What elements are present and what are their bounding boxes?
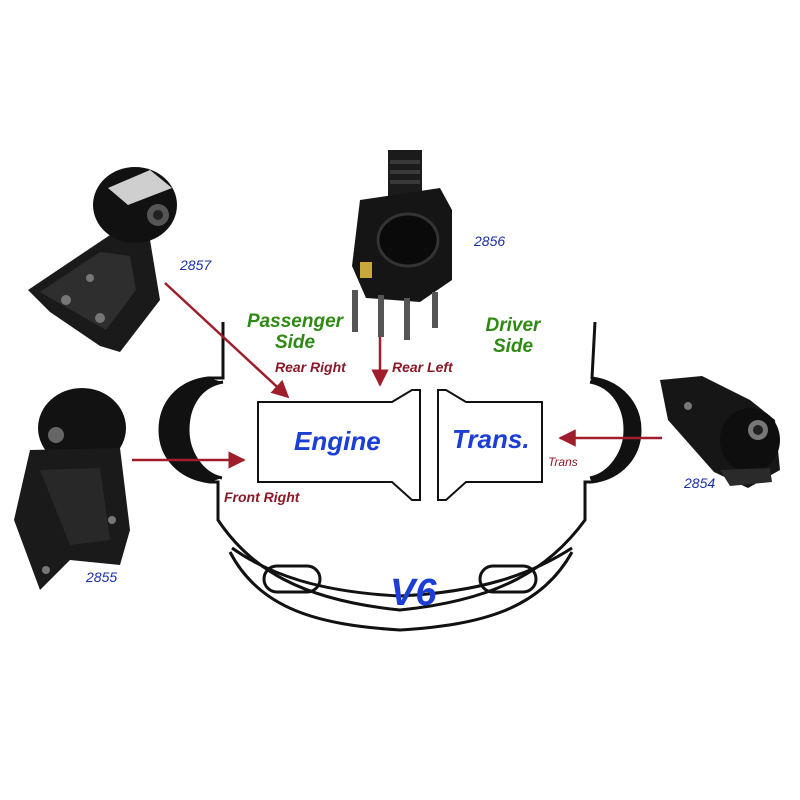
- arrow-rear-right: [164, 282, 290, 399]
- trans-mount-label: Trans: [548, 455, 578, 469]
- part-number-2857: 2857: [180, 257, 212, 273]
- part-number-2856: 2856: [474, 233, 506, 249]
- part-number-2855: 2855: [86, 569, 118, 585]
- engine-block: [257, 389, 421, 501]
- part-number-2854: 2854: [684, 475, 716, 491]
- transmission-label: Trans.: [452, 424, 530, 454]
- engine-type-label: V6: [390, 572, 437, 614]
- motor-mount-bracket-icon: [28, 167, 177, 352]
- transmission-mount-icon: [660, 376, 780, 488]
- front-bumper-outline: [228, 546, 574, 632]
- passenger-side-label: Passenger Side: [246, 311, 344, 353]
- transmission-block: [437, 389, 543, 501]
- left-fog-light: [262, 564, 322, 594]
- driver-side-label: Driver Side: [485, 315, 541, 357]
- motor-mount-stud-icon: [352, 150, 452, 340]
- engine-label: Engine: [294, 426, 381, 456]
- rear-right-label: Rear Right: [275, 359, 346, 375]
- rear-left-label: Rear Left: [392, 359, 453, 375]
- passenger-wheel-arch-fill: [160, 378, 223, 482]
- right-fog-light: [478, 564, 538, 594]
- driver-wheel-arch-fill: [590, 378, 640, 482]
- front-right-label: Front Right: [224, 489, 300, 505]
- motor-mount-bracket-icon: [14, 388, 130, 590]
